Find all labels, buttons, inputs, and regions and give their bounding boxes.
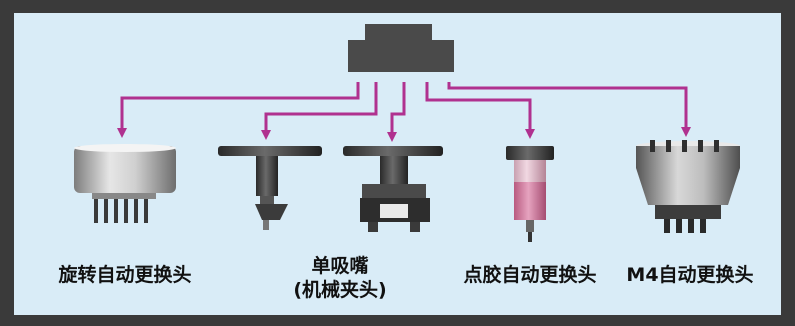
arrows bbox=[117, 82, 691, 142]
single-nozzle-title: 单吸嘴 bbox=[311, 255, 369, 277]
head-unit bbox=[348, 24, 454, 72]
arrow-to-gripper bbox=[387, 82, 406, 142]
glue-head-label: 点胶自动更换头 bbox=[463, 264, 597, 286]
single-nozzle-illustration bbox=[218, 146, 322, 230]
arrow-to-m4 bbox=[447, 82, 691, 137]
rotary-head-illustration bbox=[74, 144, 176, 223]
m4-head-illustration bbox=[636, 140, 740, 233]
arrow-to-rotary bbox=[117, 82, 360, 138]
gripper-illustration bbox=[343, 146, 443, 232]
single-nozzle-subtitle: (机械夹头) bbox=[293, 279, 387, 301]
single-nozzle-label: 单吸嘴 (机械夹头) bbox=[255, 254, 425, 302]
arrow-to-glue bbox=[425, 82, 535, 139]
glue-head-illustration bbox=[506, 146, 554, 242]
rotary-head-label: 旋转自动更换头 bbox=[58, 264, 192, 286]
m4-head-label: M4自动更换头 bbox=[626, 264, 754, 286]
arrow-to-single bbox=[261, 82, 378, 140]
